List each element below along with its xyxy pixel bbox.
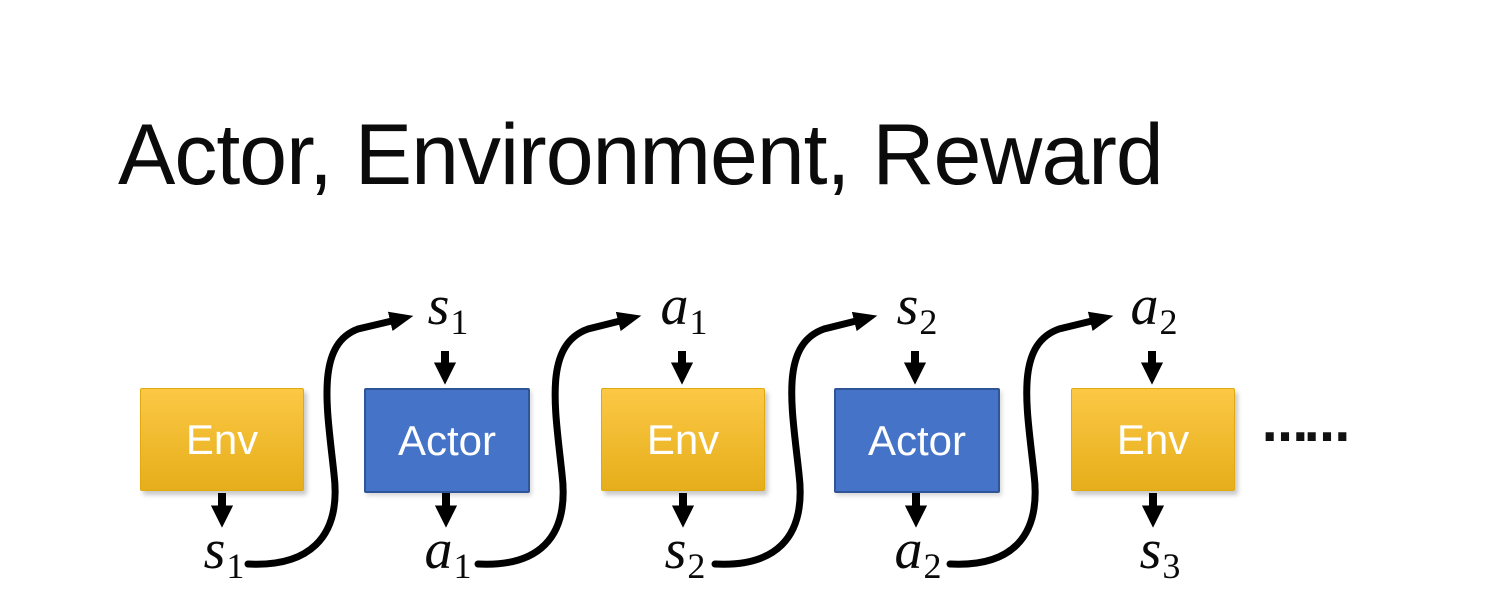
math-base: a (424, 519, 453, 581)
math-sub: 1 (450, 302, 469, 342)
math-base: a (894, 519, 923, 581)
math-base: s (1139, 519, 1162, 581)
math-base: s (427, 275, 450, 337)
top-label-a2: a2 (1130, 275, 1178, 340)
actor-box-2-label: Actor (867, 416, 967, 464)
math-sub: 1 (453, 546, 472, 586)
bottom-label-s3: s3 (1139, 519, 1181, 584)
bottom-label-a1: a1 (424, 519, 472, 584)
math-sub: 1 (226, 546, 245, 586)
env-box-1: Env (140, 388, 304, 491)
math-base: s (896, 275, 919, 337)
math-sub: 2 (687, 546, 706, 586)
math-sub: 3 (1162, 546, 1181, 586)
math-base: s (203, 519, 226, 581)
actor-box-1: Actor (364, 388, 530, 493)
actor-box-2: Actor (834, 388, 1000, 493)
bottom-label-a2: a2 (894, 519, 942, 584)
bottom-label-s1: s1 (203, 519, 245, 584)
env-box-3-label: Env (1116, 415, 1190, 463)
top-label-s1: s1 (427, 275, 469, 340)
bottom-label-s2: s2 (664, 519, 706, 584)
env-box-2-label: Env (646, 415, 720, 463)
actor-box-1-label: Actor (397, 416, 497, 464)
env-box-2: Env (601, 388, 765, 491)
slide-title: Actor, Environment, Reward (118, 107, 1164, 203)
math-base: a (660, 275, 689, 337)
ellipsis-dots: …… (1262, 398, 1350, 452)
math-base: a (1130, 275, 1159, 337)
math-sub: 1 (689, 302, 708, 342)
top-label-s2: s2 (896, 275, 938, 340)
math-sub: 2 (1159, 302, 1178, 342)
top-label-a1: a1 (660, 275, 708, 340)
math-sub: 2 (923, 546, 942, 586)
env-box-3: Env (1071, 388, 1235, 491)
math-base: s (664, 519, 687, 581)
math-sub: 2 (919, 302, 938, 342)
env-box-1-label: Env (185, 415, 259, 463)
